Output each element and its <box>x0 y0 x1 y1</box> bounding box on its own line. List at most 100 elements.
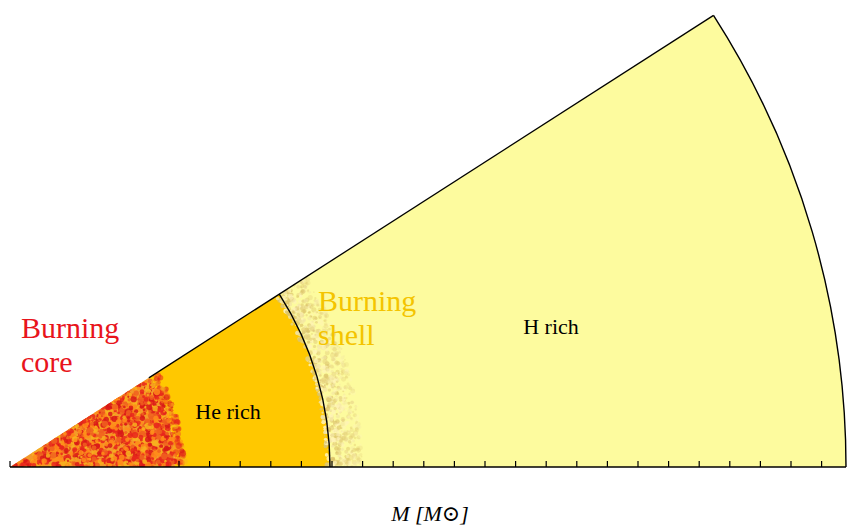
burning-speck <box>162 463 166 467</box>
burning-speck <box>353 425 356 428</box>
burning-speck <box>113 449 117 453</box>
burning-speck <box>312 330 314 332</box>
burning-speck <box>51 461 56 466</box>
burning-speck <box>348 402 351 405</box>
burning-speck <box>172 412 174 414</box>
burning-speck <box>57 449 61 453</box>
burning-speck <box>165 432 168 435</box>
burning-speck <box>80 456 82 458</box>
burning-speck <box>129 406 134 411</box>
burning-speck <box>135 430 137 432</box>
burning-speck <box>152 405 158 411</box>
burning-speck <box>313 377 315 379</box>
burning-speck <box>323 355 327 359</box>
burning-speck <box>88 420 90 422</box>
burning-speck <box>157 449 161 453</box>
burning-speck <box>97 452 100 455</box>
burning-speck <box>171 458 174 461</box>
burning-speck <box>111 434 113 436</box>
burning-speck <box>133 423 138 428</box>
burning-speck <box>168 408 171 411</box>
burning-speck <box>86 453 91 458</box>
burning-speck <box>315 380 318 383</box>
burning-speck <box>337 392 339 394</box>
burning-speck <box>341 448 344 451</box>
burning-speck <box>108 412 113 417</box>
burning-speck <box>158 407 164 413</box>
burning-speck <box>58 455 63 460</box>
burning-speck <box>148 443 152 447</box>
burning-speck <box>339 457 342 460</box>
burning-speck <box>181 460 184 463</box>
burning-speck <box>87 414 92 419</box>
burning-speck <box>51 462 56 467</box>
burning-speck <box>318 355 320 357</box>
burning-speck <box>105 405 107 407</box>
burning-speck <box>158 375 164 381</box>
burning-speck <box>80 426 82 428</box>
burning-speck <box>144 424 146 426</box>
burning-speck <box>93 429 97 433</box>
burning-speck <box>124 396 130 402</box>
burning-speck <box>306 314 308 316</box>
burning-speck <box>153 448 156 451</box>
burning-speck <box>343 395 346 398</box>
burning-texture <box>12 276 363 470</box>
burning-speck <box>60 453 63 456</box>
burning-speck <box>322 359 327 364</box>
burning-speck <box>161 453 167 459</box>
burning-speck <box>117 411 120 414</box>
burning-speck <box>34 452 36 454</box>
burning-speck <box>120 404 122 406</box>
burning-speck <box>339 360 341 362</box>
burning-speck <box>332 444 334 446</box>
burning-speck <box>124 431 127 434</box>
burning-speck <box>127 427 131 431</box>
burning-speck <box>99 410 103 414</box>
burning-speck <box>155 399 157 401</box>
burning-speck <box>144 406 146 408</box>
burning-speck <box>39 463 41 465</box>
burning-speck <box>169 402 174 407</box>
burning-speck <box>321 412 323 414</box>
burning-speck <box>65 445 68 448</box>
burning-speck <box>69 452 73 456</box>
burning-speck <box>99 419 102 422</box>
burning-speck <box>338 396 342 400</box>
burning-speck <box>142 427 145 430</box>
burning-speck <box>88 450 90 452</box>
burning-speck <box>121 435 123 437</box>
burning-speck <box>102 449 108 455</box>
burning-speck <box>123 406 126 409</box>
burning-speck <box>300 303 303 306</box>
burning-speck <box>145 423 151 429</box>
burning-speck <box>354 408 357 411</box>
burning-speck <box>344 401 347 404</box>
burning-speck <box>92 418 94 420</box>
burning-speck <box>101 452 105 456</box>
burning-speck <box>64 439 68 443</box>
burning-speck <box>141 382 145 386</box>
burning-speck <box>173 424 178 429</box>
burning-speck <box>140 402 144 406</box>
burning-speck <box>67 460 69 462</box>
burning-speck <box>341 356 345 360</box>
burning-speck <box>319 374 322 377</box>
burning-speck <box>112 404 118 410</box>
burning-speck <box>122 416 126 420</box>
burning-speck <box>154 422 160 428</box>
burning-speck <box>90 422 94 426</box>
burning-speck <box>122 396 125 399</box>
burning-speck <box>122 405 126 409</box>
burning-speck <box>118 451 121 454</box>
burning-speck <box>344 397 346 399</box>
burning-speck <box>280 304 284 308</box>
burning-speck <box>106 459 110 463</box>
burning-speck <box>127 416 130 419</box>
burning-speck <box>351 390 356 395</box>
burning-speck <box>338 351 340 353</box>
burning-speck <box>75 457 78 460</box>
burning-speck <box>161 420 165 424</box>
burning-speck <box>138 405 140 407</box>
burning-speck <box>151 380 154 383</box>
